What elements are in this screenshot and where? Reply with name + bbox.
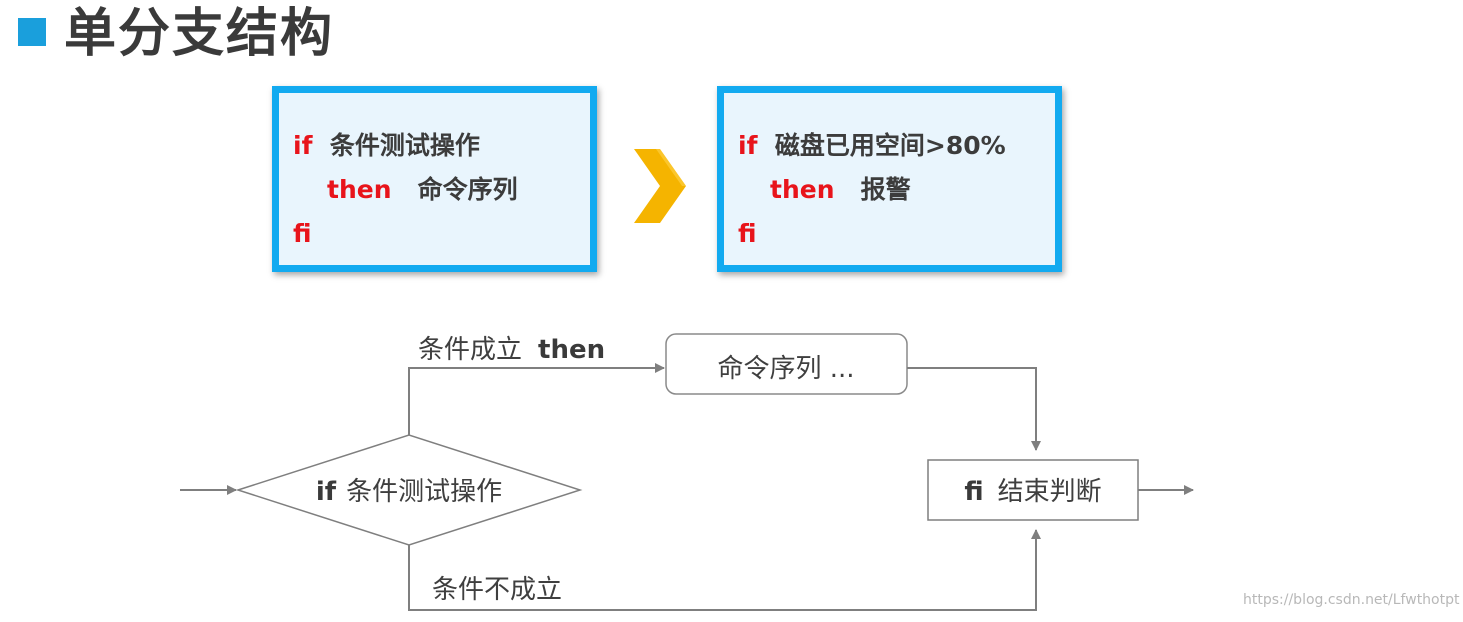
syntax-then-line: then 命令序列 (327, 175, 518, 205)
syntax-then-keyword: then (327, 175, 392, 204)
example-box: if 磁盘已用空间>80% then 报警 fi (717, 86, 1062, 272)
decision-diamond (235, 434, 583, 546)
false-branch-arrow (408, 529, 1041, 611)
command-box-label: 命令序列 ... (717, 354, 854, 384)
syntax-fi-line: fi (293, 219, 312, 249)
page-title: 单分支结构 (64, 4, 335, 64)
example-then-keyword: then (770, 175, 835, 204)
example-fi-line: fi (738, 219, 757, 249)
decision-label: if 条件测试操作 (316, 477, 502, 507)
example-command: 报警 (860, 175, 911, 204)
syntax-fi-keyword: fi (293, 219, 312, 248)
syntax-if-keyword: if (293, 131, 313, 160)
false-branch-label: 条件不成立 (432, 575, 562, 605)
decision-condition: 条件测试操作 (346, 477, 502, 507)
end-fi-keyword: fi (964, 477, 983, 507)
syntax-command: 命令序列 (417, 175, 518, 204)
true-then-keyword: then (538, 335, 605, 365)
example-condition: 磁盘已用空间>80% (774, 131, 1006, 160)
command-to-end-arrow (907, 367, 1041, 451)
chevron-right-icon (634, 149, 686, 223)
decision-if-keyword: if (316, 477, 337, 507)
true-condition-text: 条件成立 (418, 335, 522, 365)
syntax-box: if 条件测试操作 then 命令序列 fi (272, 86, 597, 272)
example-fi-keyword: fi (738, 219, 757, 248)
syntax-if-line: if 条件测试操作 (293, 131, 480, 161)
syntax-condition: 条件测试操作 (329, 131, 480, 160)
example-then-line: then 报警 (770, 175, 911, 205)
end-box (927, 459, 1139, 521)
end-box-label: fi 结束判断 (964, 477, 1101, 507)
command-box (665, 333, 908, 395)
example-if-line: if 磁盘已用空间>80% (738, 131, 1006, 161)
true-branch-arrow (408, 363, 665, 435)
true-branch-label: 条件成立 then (418, 335, 605, 365)
example-if-keyword: if (738, 131, 758, 160)
watermark: https://blog.csdn.net/Lfwthotpt (1243, 592, 1460, 608)
end-text: 结束判断 (998, 477, 1102, 507)
title-bullet-square (18, 18, 46, 46)
